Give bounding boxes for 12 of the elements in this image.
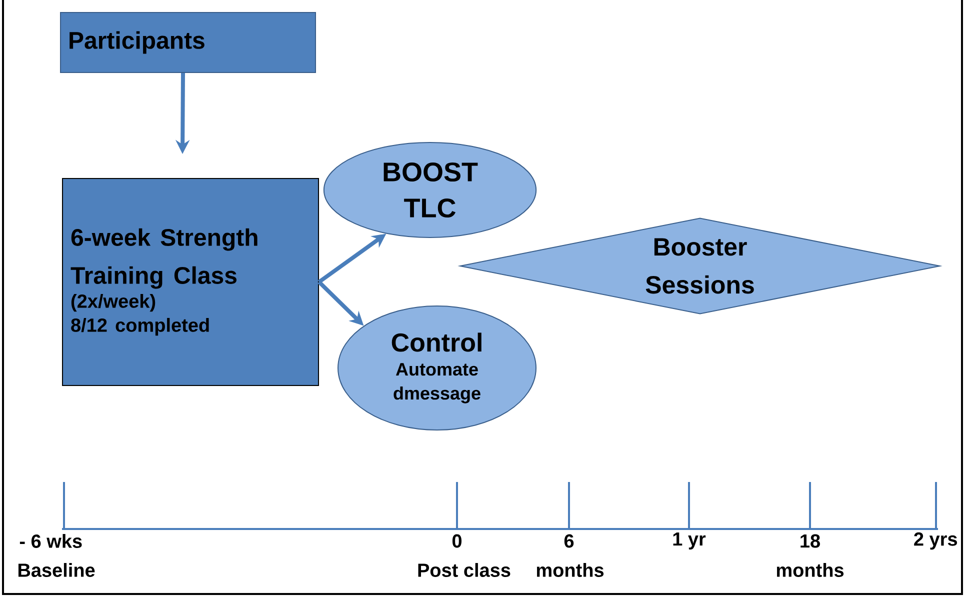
timeline-label: - 6 wks [20,534,82,548]
timeline-label: 0 [452,534,462,548]
timeline-label: months [536,563,604,577]
timeline-label: months [776,563,844,577]
timeline-label: 2 yrs [914,532,957,550]
timeline-label: Post class [418,563,510,577]
process-box: 6-week Strength Training Class (2x/week) 8/12 completed [62,178,319,386]
timeline-label: 1 yr [673,532,706,550]
timeline-label: 18 [800,534,820,548]
label-box: Participants [60,12,316,73]
timeline-label: Baseline [18,563,95,577]
timeline-label: 6 [564,534,574,548]
